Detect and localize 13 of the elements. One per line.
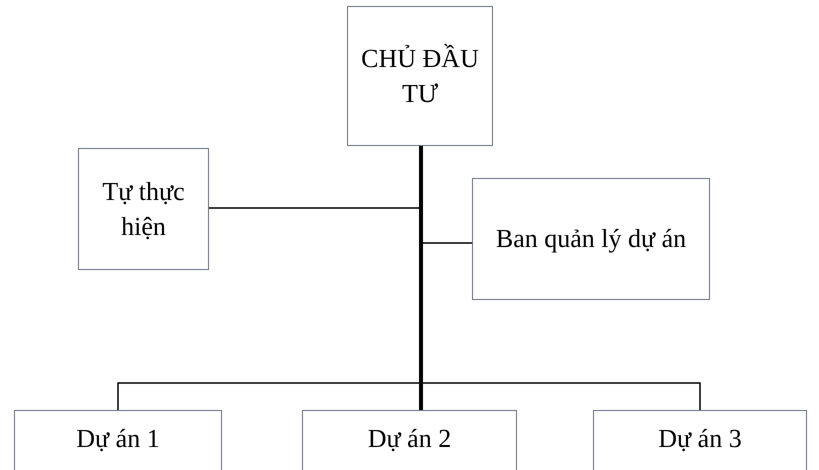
connector-line [419, 146, 423, 410]
box-label: Dự án 1 [76, 422, 160, 455]
org-box [472, 178, 710, 300]
box-label: Tự thực hiện [101, 176, 186, 243]
box-label: Dự án 2 [368, 422, 452, 455]
box-label: CHỦ ĐẦU TƯ [360, 42, 480, 110]
org-box [78, 148, 209, 270]
box-label: Ban quản lý dự án [496, 223, 686, 256]
org-box [302, 410, 517, 470]
org-box [593, 410, 807, 470]
org-box [347, 6, 493, 146]
org-box [14, 410, 222, 470]
box-label: Dự án 3 [658, 422, 742, 455]
